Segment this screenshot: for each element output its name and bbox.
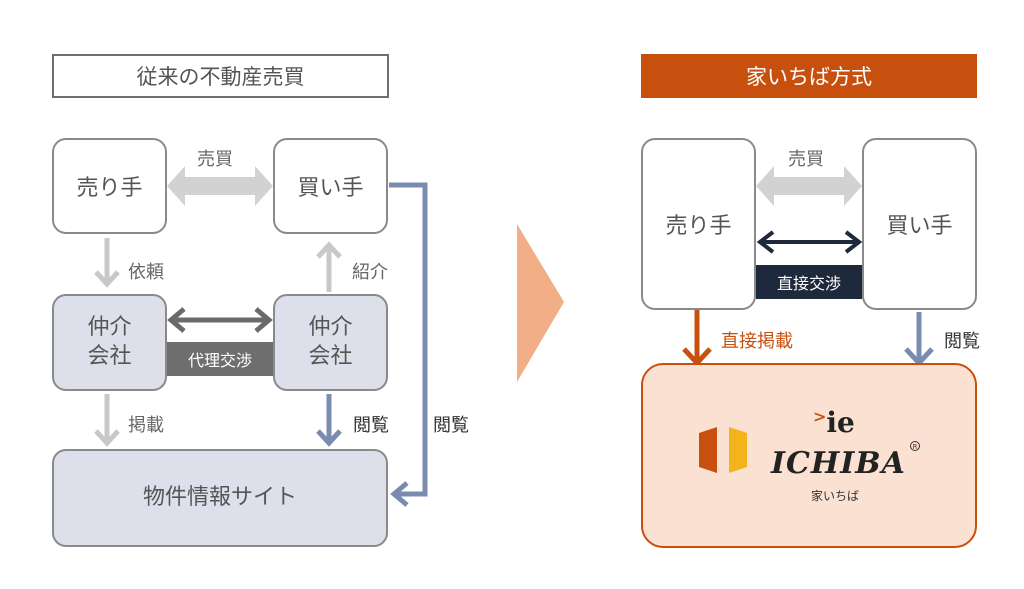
direct-negotiation-arrow xyxy=(756,230,863,254)
ieichiba-logo-subtext: 家いちば xyxy=(811,489,860,503)
view-label-outer: 閲覧 xyxy=(433,415,469,436)
ieichiba-method-header: 家いちば方式 xyxy=(641,54,977,98)
logo-ie-text: ie xyxy=(826,406,855,439)
listing-site-label: 物件情報サイト xyxy=(142,484,297,510)
buyer-label-right: 買い手 xyxy=(886,214,953,239)
seller-box-left: 売り手 xyxy=(52,138,167,234)
transition-arrow xyxy=(517,224,564,382)
view-label-inner: 閲覧 xyxy=(353,415,389,436)
view-arrow-outer xyxy=(389,182,428,507)
request-arrow xyxy=(94,238,120,288)
direct-negotiation-tag: 直接交渉 xyxy=(756,265,862,299)
ieichiba-platform-box: >ie ICHIBA R 家いちば xyxy=(641,363,977,548)
ieichiba-logo-mark xyxy=(699,427,747,473)
ieichiba-logo-ichiba: ICHIBA xyxy=(771,446,906,481)
trade-double-arrow-left xyxy=(167,166,273,206)
view-arrow-right xyxy=(904,312,934,367)
introduce-label: 紹介 xyxy=(352,262,388,283)
buyer-label: 買い手 xyxy=(297,176,364,201)
seller-label: 売り手 xyxy=(76,176,143,201)
seller-label-right: 売り手 xyxy=(665,214,732,239)
listing-site-box: 物件情報サイト xyxy=(52,449,388,547)
seller-box-right: 売り手 xyxy=(641,138,756,310)
post-label: 掲載 xyxy=(128,415,164,436)
request-label: 依頼 xyxy=(128,262,164,283)
view-arrow-inner xyxy=(316,394,342,447)
trade-double-arrow-right xyxy=(756,166,862,206)
buyer-box-left: 買い手 xyxy=(273,138,388,234)
traditional-method-header: 従来の不動産売買 xyxy=(52,54,389,98)
view-label-right: 閲覧 xyxy=(944,331,980,352)
direct-post-arrow xyxy=(682,310,712,367)
agent-company-right: 仲介 会社 xyxy=(273,294,388,391)
proxy-negotiation-label: 代理交渉 xyxy=(187,351,252,370)
proxy-negotiation-tag: 代理交渉 xyxy=(167,342,273,376)
registered-mark: R xyxy=(910,441,920,451)
ieichiba-logo-ie: >ie xyxy=(813,406,855,439)
trade-label-left: 売買 xyxy=(197,149,233,170)
direct-negotiation-label: 直接交渉 xyxy=(776,274,841,293)
post-arrow xyxy=(94,394,120,447)
direct-post-label: 直接掲載 xyxy=(721,331,793,352)
agent-company-label-right: 仲介 会社 xyxy=(308,314,353,369)
agent-company-label-left: 仲介 会社 xyxy=(87,314,132,369)
trade-label-right: 売買 xyxy=(788,149,824,170)
agent-company-left: 仲介 会社 xyxy=(52,294,167,391)
introduce-arrow xyxy=(316,241,342,292)
buyer-box-right: 買い手 xyxy=(862,138,977,310)
proxy-negotiation-arrow xyxy=(167,307,273,333)
